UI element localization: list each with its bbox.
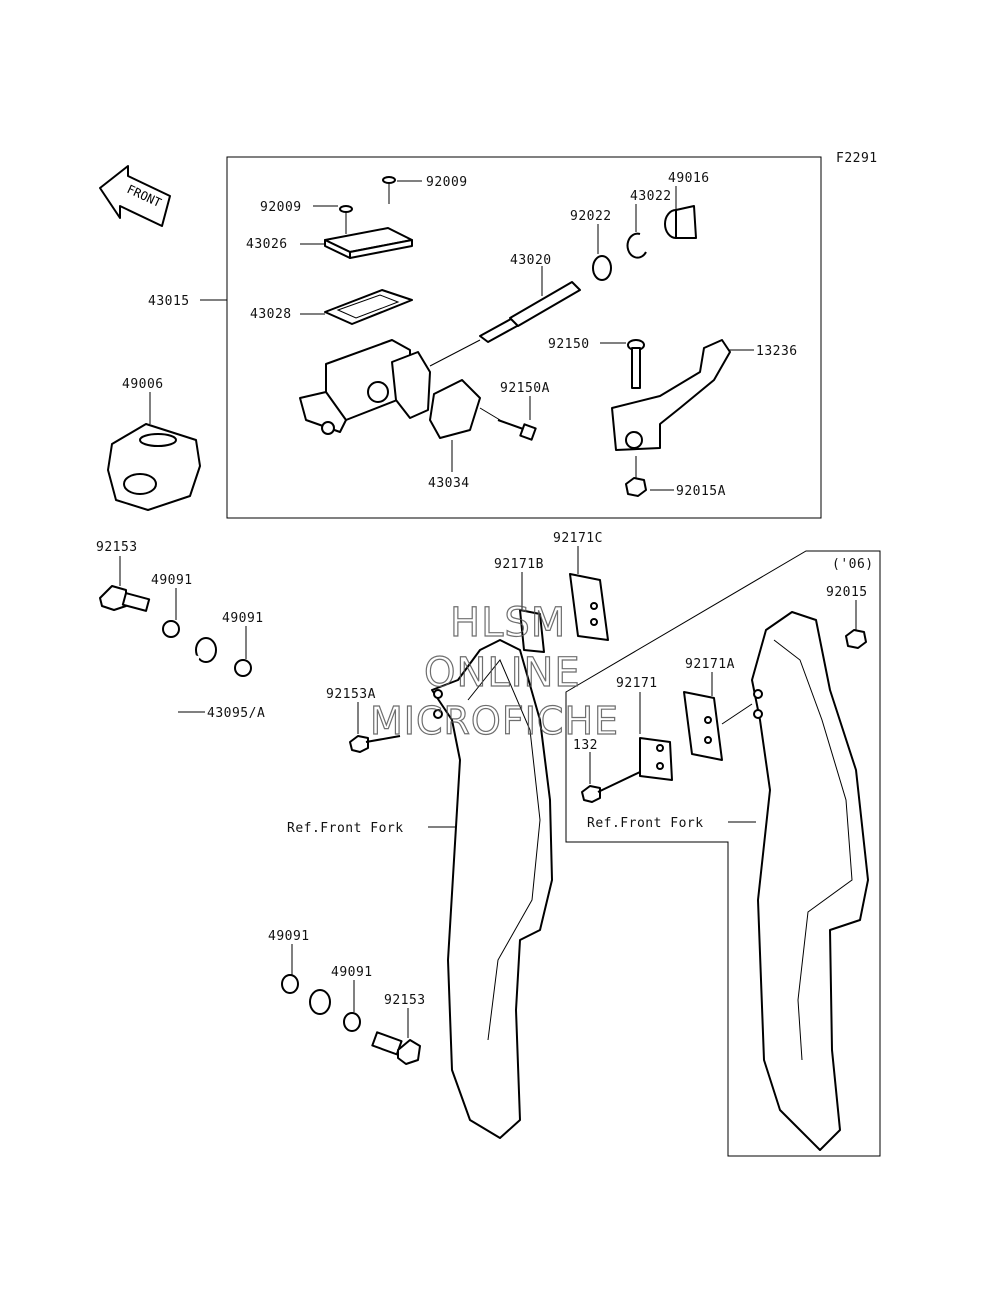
bracket-92171A bbox=[683, 691, 753, 761]
bolt-132 bbox=[581, 771, 641, 803]
label-43095A: 43095/A bbox=[207, 706, 265, 721]
label-49091-3: 49091 bbox=[268, 929, 310, 944]
label-92009-right: 92009 bbox=[426, 175, 468, 190]
label-49091-1: 49091 bbox=[151, 573, 193, 588]
banjo-bolt-92153-bottom bbox=[371, 1031, 421, 1065]
label-13236: 13236 bbox=[756, 344, 798, 359]
screw-92009-right bbox=[382, 176, 422, 204]
bracket-92171 bbox=[639, 737, 673, 781]
label-49091-4: 49091 bbox=[331, 965, 373, 980]
figure-code: F2291 bbox=[836, 151, 878, 166]
label-92153-top: 92153 bbox=[96, 540, 138, 555]
label-43022: 43022 bbox=[630, 189, 672, 204]
ref-front-fork-left: Ref.Front Fork bbox=[287, 821, 404, 836]
label-06: ('06) bbox=[832, 557, 874, 572]
label-92150: 92150 bbox=[548, 337, 590, 352]
pivot-bolt-92150 bbox=[627, 339, 645, 389]
nut-92015A bbox=[625, 477, 647, 497]
piston-spring-43020 bbox=[429, 266, 581, 367]
washer-49091-1 bbox=[162, 620, 180, 638]
label-132: 132 bbox=[573, 738, 598, 753]
label-43028: 43028 bbox=[250, 307, 292, 322]
guard-49006 bbox=[107, 423, 201, 511]
watermark-line-2: ONLINE bbox=[424, 650, 581, 696]
watermark: HLSM ONLINE MICROFICHE bbox=[369, 599, 619, 743]
front-arrow-icon: FRONT bbox=[99, 165, 171, 227]
label-92022: 92022 bbox=[570, 209, 612, 224]
diaphragm-43028 bbox=[324, 289, 413, 325]
label-43015: 43015 bbox=[148, 294, 190, 309]
bracket-92171B bbox=[519, 609, 545, 653]
label-92153A: 92153A bbox=[326, 687, 376, 702]
fork-guard-right bbox=[751, 611, 869, 1151]
label-92015A: 92015A bbox=[676, 484, 726, 499]
boot-49016 bbox=[664, 205, 697, 239]
label-92153-bottom: 92153 bbox=[384, 993, 426, 1008]
label-92171: 92171 bbox=[616, 676, 658, 691]
watermark-line-3: MICROFICHE bbox=[370, 699, 619, 743]
washer-49091-3 bbox=[281, 974, 299, 994]
label-92009-left: 92009 bbox=[260, 200, 302, 215]
label-49091-2: 49091 bbox=[222, 611, 264, 626]
label-92171C: 92171C bbox=[553, 531, 603, 546]
label-49016: 49016 bbox=[668, 171, 710, 186]
bolt-92153A bbox=[349, 735, 401, 753]
label-92171B: 92171B bbox=[494, 557, 544, 572]
master-cylinder-assembly-frame bbox=[226, 156, 822, 519]
year-06-frame bbox=[565, 550, 881, 1157]
clamp-43034 bbox=[429, 379, 501, 439]
washer-49091-4 bbox=[343, 1012, 361, 1032]
bolt-92150A bbox=[497, 419, 537, 441]
label-49006: 49006 bbox=[122, 377, 164, 392]
label-43020: 43020 bbox=[510, 253, 552, 268]
fork-guard-left bbox=[431, 639, 553, 1139]
label-92171A: 92171A bbox=[685, 657, 735, 672]
bracket-92171C bbox=[569, 573, 609, 641]
watermark-line-1: HLSM bbox=[450, 600, 566, 646]
label-43026: 43026 bbox=[246, 237, 288, 252]
nut-92015 bbox=[845, 629, 867, 649]
label-92150A: 92150A bbox=[500, 381, 550, 396]
banjo-bolt-92153-top bbox=[99, 585, 151, 612]
label-43034: 43034 bbox=[428, 476, 470, 491]
screw-92009-left bbox=[313, 205, 353, 234]
lever-13236 bbox=[611, 339, 731, 451]
brake-hose-43095A bbox=[143, 637, 331, 1073]
washer-92022 bbox=[592, 255, 612, 281]
ref-front-fork-right: Ref.Front Fork bbox=[587, 816, 704, 831]
label-92015: 92015 bbox=[826, 585, 868, 600]
master-cylinder-body bbox=[299, 339, 431, 435]
washer-49091-2 bbox=[234, 659, 252, 677]
circlip-43022 bbox=[626, 232, 647, 259]
